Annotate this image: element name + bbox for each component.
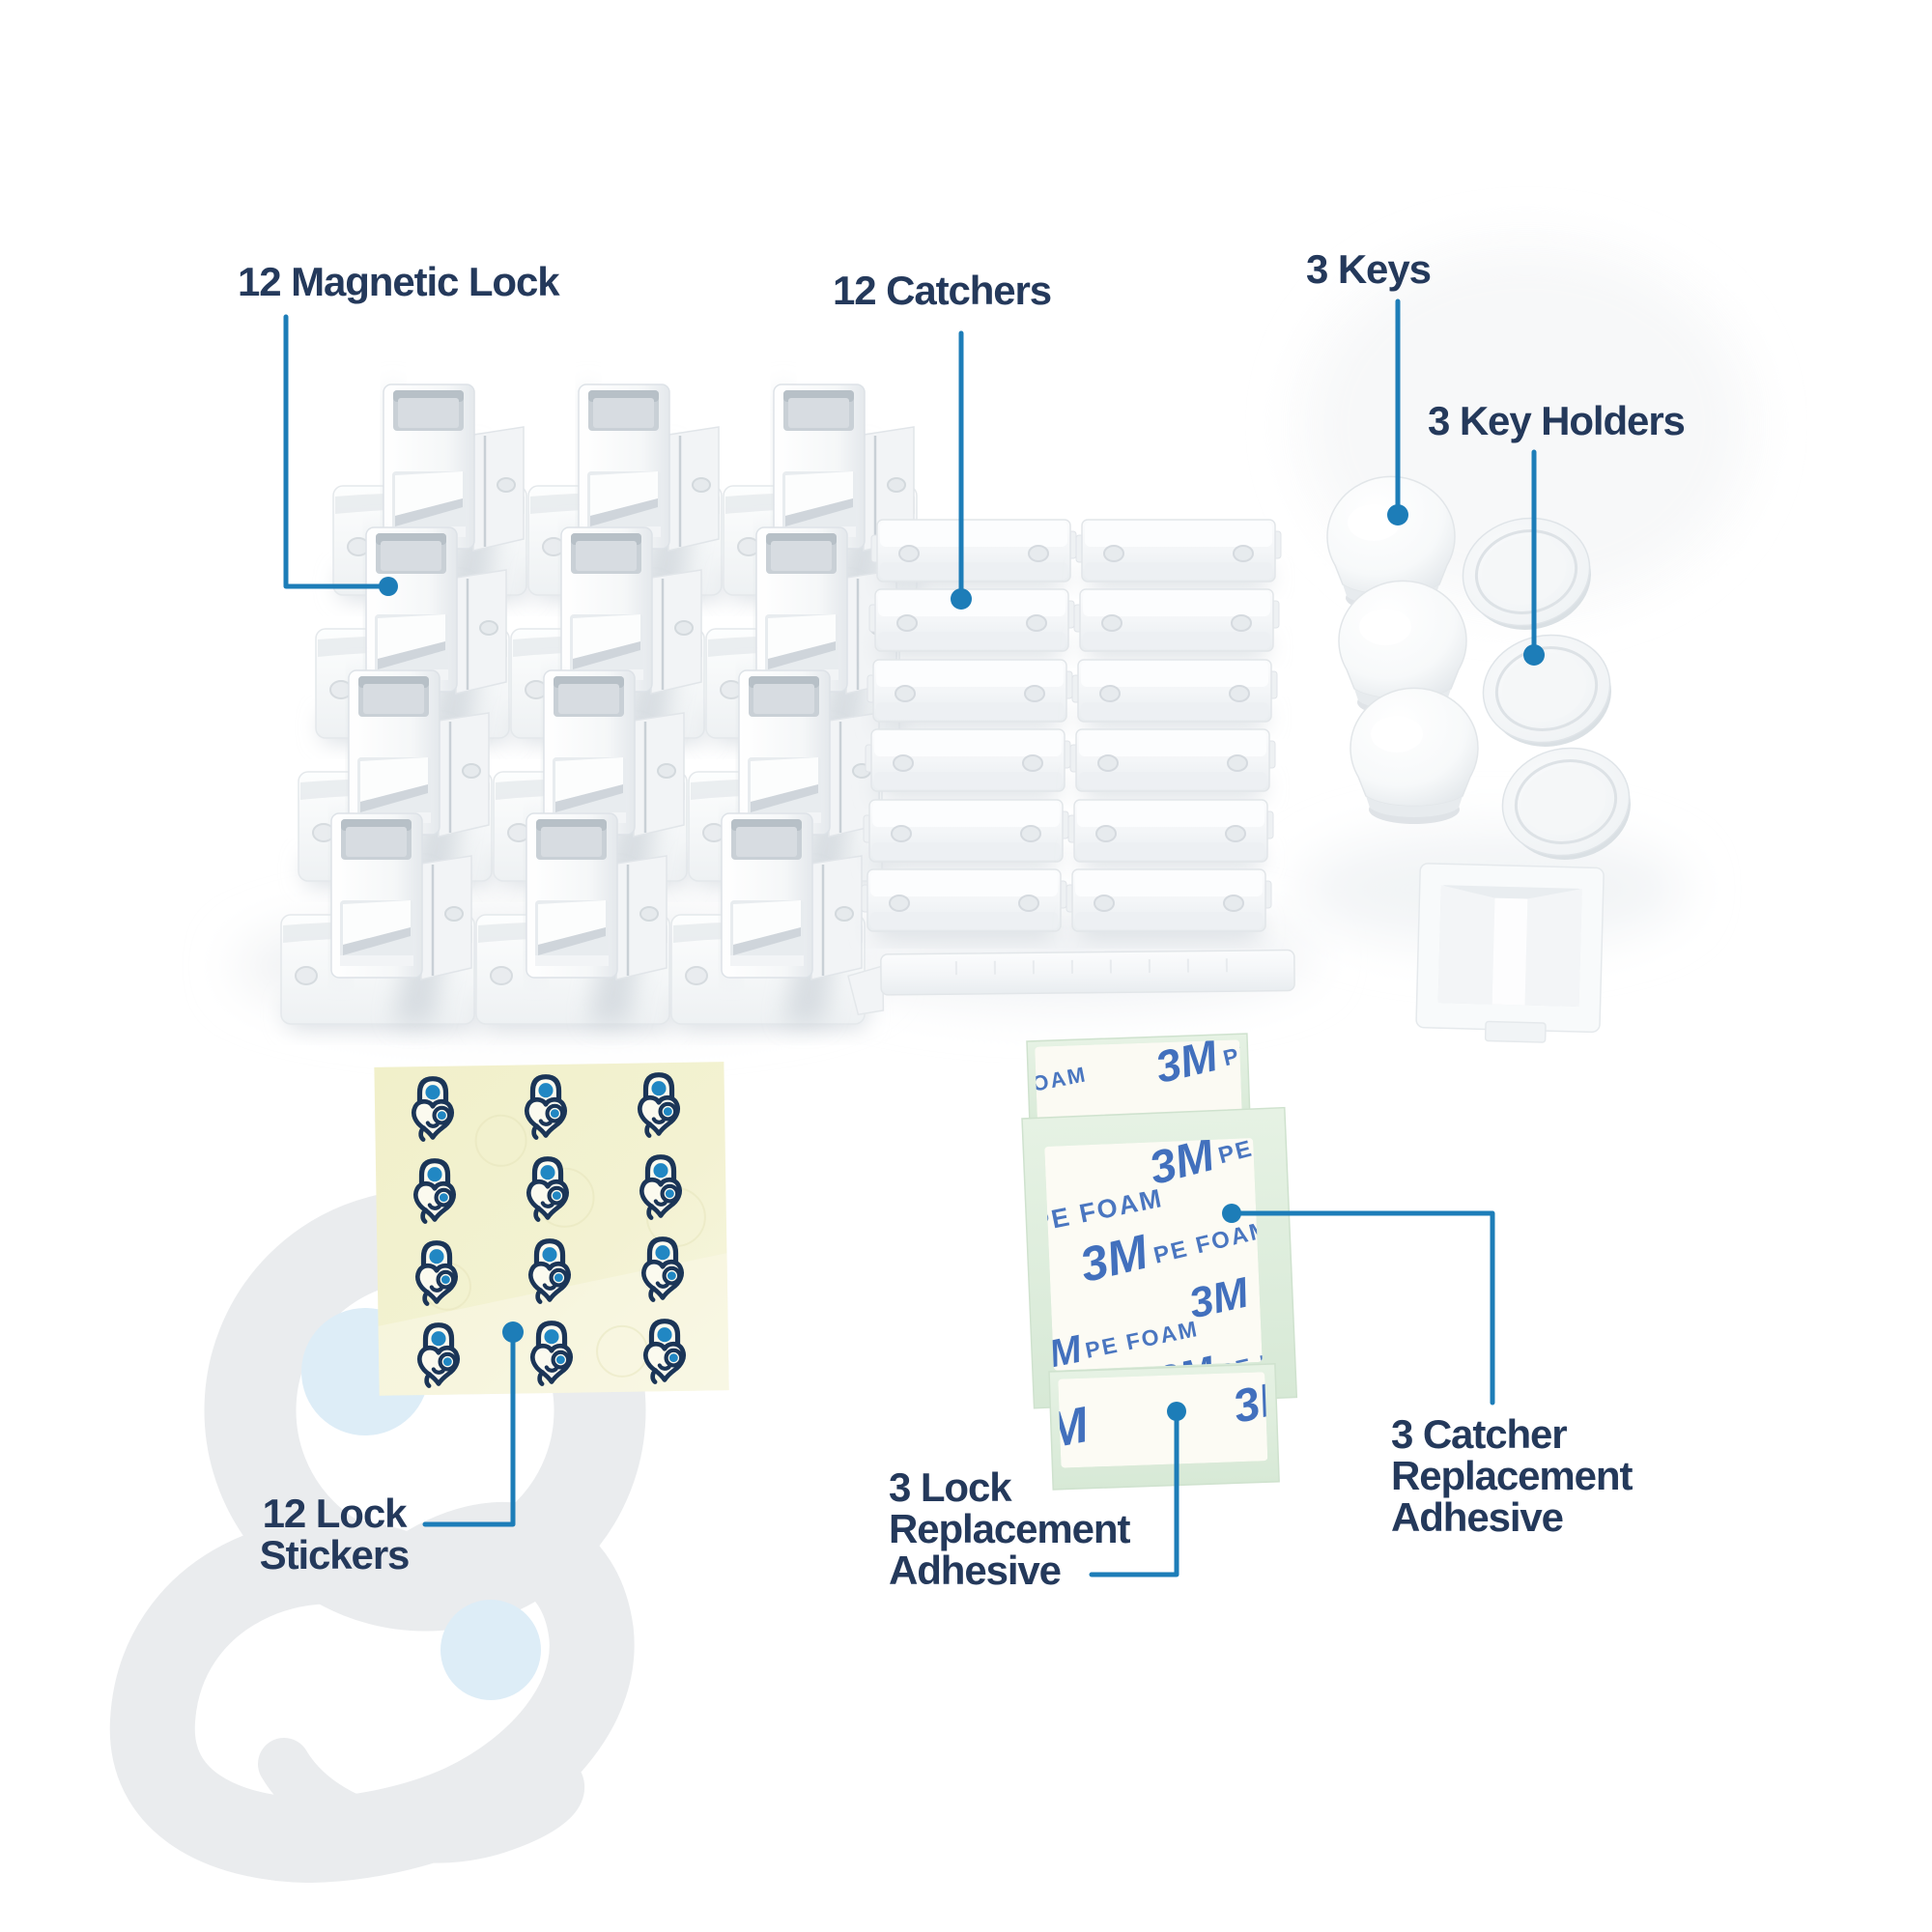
label-catcher-replacement-adhesive: 3 Catcher Replacement Adhesive xyxy=(1391,1411,1633,1540)
catcher-icon xyxy=(1076,520,1281,587)
label-lock-replacement-adhesive: 3 Lock Replacement Adhesive xyxy=(889,1464,1130,1593)
catcher-icon xyxy=(866,729,1070,797)
magnetic-locks-group xyxy=(281,384,919,1028)
callout-dot-magnetic-lock xyxy=(379,577,398,596)
callout-line-magnetic-lock xyxy=(283,314,385,589)
catcher-icon xyxy=(871,520,1076,587)
callout-dot-lock-adhesive xyxy=(1167,1402,1186,1421)
catchers-group xyxy=(862,520,1281,937)
catcher-icon xyxy=(867,660,1072,727)
svg-text:PE FOAM: PE FOAM xyxy=(1221,1020,1339,1070)
svg-text:3M: 3M xyxy=(919,1073,978,1123)
label-magnetic-lock: 12 Magnetic Lock xyxy=(238,259,560,304)
callout-dot-key-holders xyxy=(1523,644,1545,666)
key-icon xyxy=(1350,687,1479,825)
callout-dot-lock-stickers xyxy=(502,1321,524,1343)
callout-line-catcher-adhesive xyxy=(1233,1210,1495,1406)
label-key-holders: 3 Key Holders xyxy=(1428,398,1686,443)
callout-dot-catcher-adhesive xyxy=(1222,1204,1241,1223)
catcher-icon xyxy=(864,800,1068,867)
label-keys: 3 Keys xyxy=(1306,246,1432,292)
key-holder-icon xyxy=(1471,621,1623,760)
catcher-icon xyxy=(1072,660,1277,727)
install-strip xyxy=(847,949,1295,1016)
catcher-icon xyxy=(869,589,1074,657)
label-catchers: 12 Catchers xyxy=(833,268,1052,313)
label-lock-stickers: 12 Lock Stickers xyxy=(259,1491,411,1577)
callout-dot-catchers xyxy=(951,588,972,610)
catcher-icon xyxy=(862,869,1066,937)
callout-dot-keys xyxy=(1387,504,1408,526)
catcher-icon xyxy=(1068,800,1273,867)
catcher-icon xyxy=(1070,729,1275,797)
catcher-icon xyxy=(1074,589,1279,657)
key-cradle xyxy=(1415,863,1605,1043)
callout-line-lock-stickers xyxy=(422,1334,516,1527)
callout-line-lock-adhesive xyxy=(1089,1413,1179,1577)
catcher-icon xyxy=(1066,869,1271,937)
